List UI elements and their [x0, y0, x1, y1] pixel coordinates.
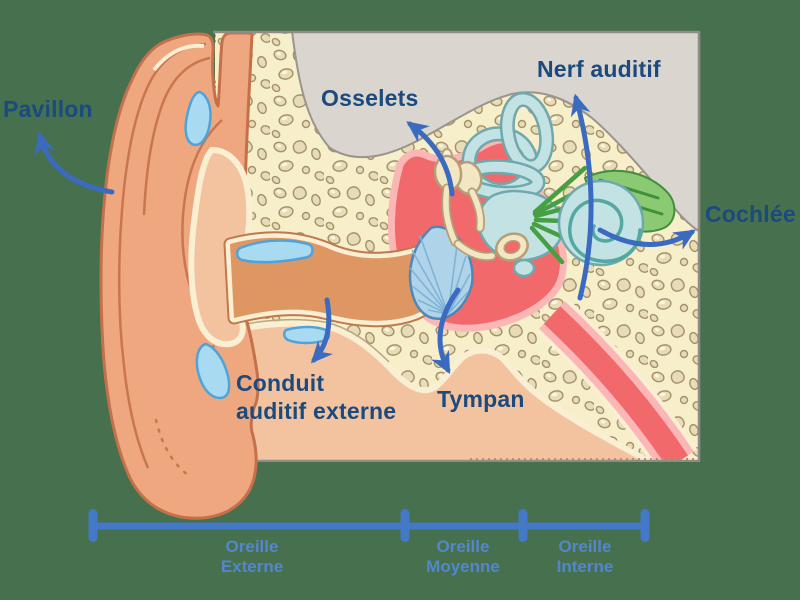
- scale-tick-1: [400, 509, 410, 542]
- label-conduit-auditif-externe: Conduit auditif externe: [236, 369, 396, 425]
- arrow-osselets: [406, 121, 455, 197]
- label-osselets: Osselets: [321, 85, 419, 111]
- tympan-striations: [409, 235, 471, 315]
- scale-cap-left: [88, 509, 98, 542]
- label-tympan: Tympan: [437, 386, 525, 412]
- backdrop-panel: [290, 31, 700, 234]
- label-nerf-auditif: Nerf auditif: [537, 56, 661, 82]
- scale-cap-right: [640, 509, 650, 542]
- label-pavillon: Pavillon: [3, 96, 93, 122]
- arrow-cochlee: [597, 227, 696, 250]
- helix-lining: [152, 43, 205, 72]
- scale-label-oreille-interne: Oreille Interne: [556, 537, 614, 577]
- inner-ear: [458, 91, 676, 278]
- scale-bar: [88, 509, 650, 542]
- eustachian-tube: [536, 298, 698, 462]
- cochlea: [557, 179, 645, 267]
- concha: [188, 146, 253, 348]
- arrow-conduit: [310, 297, 334, 364]
- arrow-tympan: [431, 287, 461, 375]
- cochlea-spiral: [568, 198, 642, 263]
- label-cochlee: Cochlée: [705, 201, 796, 227]
- arrow-nerf-auditif: [570, 93, 594, 301]
- arrow-pavillon: [34, 131, 115, 195]
- annotation-arrows: [34, 93, 696, 375]
- scale-label-oreille-externe: Oreille Externe: [220, 537, 284, 577]
- round-window: [512, 258, 536, 278]
- label-conduit-line2: auditif externe: [236, 398, 397, 424]
- label-conduit-line1: Conduit: [236, 370, 325, 396]
- stapes: [495, 232, 529, 262]
- scale-tick-2: [518, 509, 528, 542]
- scale-label-oreille-moyenne: Oreille Moyenne: [426, 537, 500, 577]
- box-border: [213, 30, 701, 461]
